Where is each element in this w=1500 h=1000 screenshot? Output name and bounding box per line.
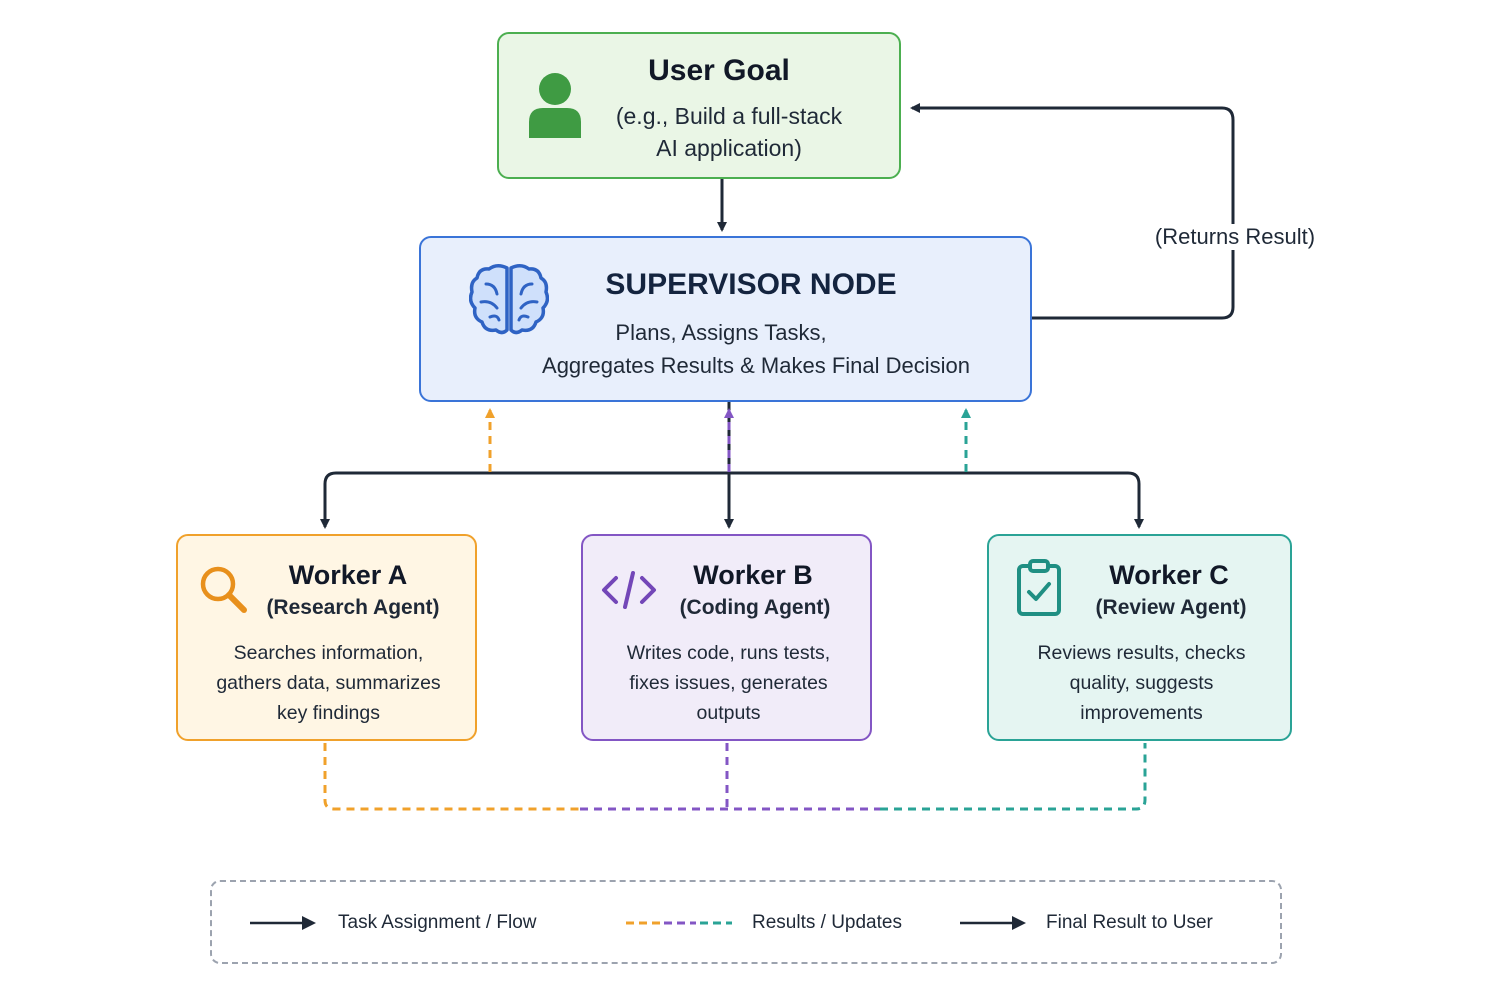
supervisor-line2: Aggregates Results & Makes Final Decisio… — [542, 353, 970, 378]
legend-results-dashes — [626, 921, 732, 925]
worker-c-subtitle: (Review Agent) — [1095, 596, 1247, 619]
worker-a-node: Worker A (Research Agent) Searches infor… — [176, 534, 477, 741]
brain-icon — [469, 264, 549, 335]
worker-b-desc-line2: fixes issues, generates — [629, 672, 828, 694]
worker-c-description: Reviews results, checks quality, suggest… — [989, 638, 1294, 728]
user-goal-node: User Goal (e.g., Build a full-stack AI a… — [497, 32, 901, 179]
worker-b-title: Worker B — [693, 560, 813, 590]
user-goal-description-line2: AI application) — [656, 135, 802, 161]
result-line-a — [323, 743, 580, 811]
result-line-b — [580, 743, 880, 811]
worker-c-desc-line2: quality, suggests — [1069, 672, 1214, 694]
user-goal-description-line1: (e.g., Build a full-stack — [615, 103, 843, 129]
worker-a-desc-line3: key findings — [277, 702, 380, 724]
legend-task-flow-arrow — [250, 916, 316, 930]
supervisor-line1: Plans, Assigns Tasks, — [615, 320, 827, 345]
worker-b-node: Worker B (Coding Agent) Writes code, run… — [581, 534, 872, 741]
worker-b-desc-line3: outputs — [696, 702, 761, 724]
worker-c-title: Worker C — [1109, 560, 1229, 590]
legend-final-result-arrow — [960, 916, 1026, 930]
worker-c-desc-line3: improvements — [1080, 702, 1203, 724]
worker-a-title: Worker A — [288, 560, 408, 590]
worker-b-subtitle: (Coding Agent) — [679, 596, 831, 619]
worker-a-description: Searches information, gathers data, summ… — [178, 638, 479, 728]
code-icon — [602, 571, 656, 609]
search-icon — [200, 566, 247, 613]
worker-a-subtitle: (Research Agent) — [266, 596, 440, 619]
user-goal-title: User Goal — [648, 54, 790, 87]
worker-a-desc-line1: Searches information, — [233, 642, 424, 664]
task-bus-line — [323, 471, 1141, 527]
result-line-c — [880, 743, 1147, 811]
worker-c-desc-line1: Reviews results, checks — [1037, 642, 1246, 664]
worker-b-description: Writes code, runs tests, fixes issues, g… — [583, 638, 874, 728]
legend-task-flow-label: Task Assignment / Flow — [338, 912, 537, 933]
returns-result-arrow — [910, 103, 1235, 320]
returns-result-label: (Returns Result) — [1140, 224, 1330, 250]
worker-b-desc-line1: Writes code, runs tests, — [626, 642, 831, 664]
clipboard-check-icon — [1017, 559, 1061, 616]
supervisor-title: SUPERVISOR NODE — [605, 268, 897, 301]
worker-c-node: Worker C (Review Agent) Reviews results,… — [987, 534, 1292, 741]
legend-final-result-label: Final Result to User — [1046, 912, 1213, 933]
worker-a-desc-line2: gathers data, summarizes — [216, 672, 441, 694]
user-icon — [529, 73, 581, 138]
legend-results-label: Results / Updates — [752, 912, 902, 933]
supervisor-node: SUPERVISOR NODE Plans, Assigns Tasks, Ag… — [419, 236, 1032, 402]
user-goal-description: (e.g., Build a full-stack AI application… — [599, 100, 859, 164]
legend: Task Assignment / Flow Results / Updates… — [210, 880, 1282, 964]
